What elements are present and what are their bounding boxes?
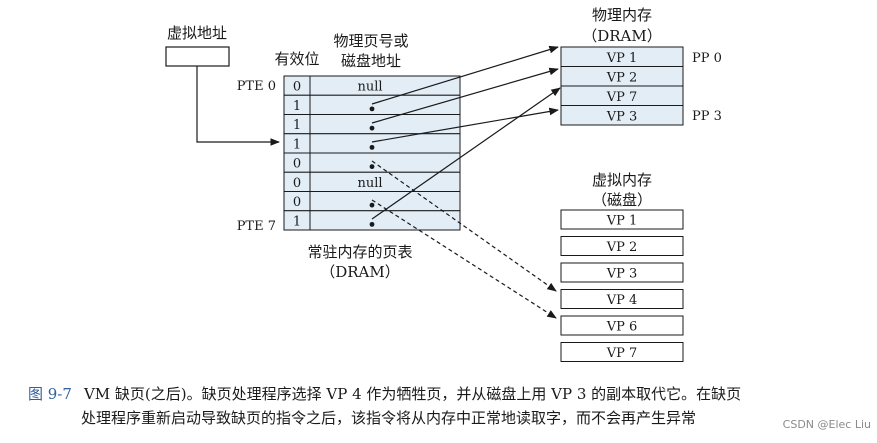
pointer-dot xyxy=(369,202,375,208)
disk-page: VP 7 xyxy=(560,342,684,362)
valid-bit-header: 有效位 xyxy=(274,50,319,68)
pp3-label: PP 3 xyxy=(692,109,722,124)
disk-page: VP 6 xyxy=(560,315,684,336)
pointer-dot xyxy=(369,125,375,131)
disk-page-label: VP 1 xyxy=(606,214,638,229)
virtual-memory-title-line1: 虚拟内存 xyxy=(592,171,652,189)
disk-page-box xyxy=(560,315,684,336)
valid-bit-value: 0 xyxy=(293,157,301,172)
page-table-row: 0 null xyxy=(283,171,461,192)
disk-page: VP 4 xyxy=(560,289,684,309)
disk-page-box xyxy=(560,236,684,256)
disk-page: VP 3 xyxy=(560,262,684,283)
pointer-dot xyxy=(369,144,375,150)
arrow-pte6-to-disk-vp6 xyxy=(371,199,557,319)
address-value: null xyxy=(357,80,382,95)
pointer-dot xyxy=(369,106,375,112)
physical-page-label: VP 1 xyxy=(606,51,638,66)
address-cell xyxy=(309,94,461,115)
disk-page-label: VP 7 xyxy=(606,346,638,361)
pte7-label: PTE 7 xyxy=(237,219,276,234)
address-cell xyxy=(309,210,461,231)
virtual-address-arrow xyxy=(196,66,280,146)
pointer-dot xyxy=(369,221,375,227)
address-cell xyxy=(309,75,461,96)
address-header-line2: 磁盘地址 xyxy=(341,52,401,70)
address-header-line1: 物理页号或 xyxy=(333,32,408,50)
physical-memory-title-line1: 物理内存 xyxy=(592,6,652,24)
physical-page: VP 3 xyxy=(560,105,684,126)
disk-page-box xyxy=(560,289,684,309)
figure-number: 图 9-7 xyxy=(28,385,72,403)
page-table-title-line2: （DRAM） xyxy=(320,263,400,281)
disk-page: VP 1 xyxy=(560,209,684,230)
pte0-label: PTE 0 xyxy=(237,79,276,94)
page-table-row: 1 xyxy=(283,210,461,231)
arrow-pte4-to-disk-vp4 xyxy=(371,160,557,292)
virtual-address-box xyxy=(165,46,230,67)
page-table-row: 0 xyxy=(283,152,461,173)
physical-page-box xyxy=(560,105,684,126)
physical-page: VP 7 xyxy=(560,85,684,106)
address-value: null xyxy=(357,176,382,191)
disk-page-box xyxy=(560,262,684,283)
watermark: CSDN @Elec Liu xyxy=(782,418,871,431)
caption-line2: 处理程序重新启动导致缺页的指令之后，该指令将从内存中正常地读取字，而不会再产生异… xyxy=(81,409,697,427)
page-table-title-line1: 常驻内存的页表 xyxy=(307,243,412,261)
disk-page-label: VP 3 xyxy=(606,267,638,282)
address-cell xyxy=(309,152,461,173)
arrow-pte1-to-pp0 xyxy=(371,45,559,105)
valid-bit-value: 1 xyxy=(293,99,301,114)
valid-bit-value: 0 xyxy=(293,80,301,95)
valid-bit-value: 1 xyxy=(293,214,301,229)
vm-page-fault-diagram: 虚拟地址 有效位 物理页号或 磁盘地址 PTE 0 PTE 7 0 null 1 1 1… xyxy=(165,6,722,362)
valid-bit-value: 0 xyxy=(293,176,301,191)
disk-page-label: VP 6 xyxy=(606,320,638,335)
page-table-row: 0 null xyxy=(283,75,461,96)
pointer-dot xyxy=(369,164,375,170)
virtual-memory-title-line2: （磁盘） xyxy=(592,191,652,209)
page-table: 0 null 1 1 1 0 0 null 0 1 xyxy=(283,75,461,231)
physical-memory: VP 1 VP 2 VP 7 VP 3 xyxy=(560,46,684,126)
physical-page-label: VP 3 xyxy=(606,109,638,124)
valid-bit-value: 1 xyxy=(293,137,301,152)
page-table-row: 0 xyxy=(283,191,461,212)
figure-caption: 图 9-7 VM 缺页(之后)。缺页处理程序选择 VP 4 作为牺牲页，并从磁盘上… xyxy=(28,382,868,430)
disk-page-box xyxy=(560,342,684,362)
address-cell xyxy=(309,133,461,154)
physical-page: VP 2 xyxy=(560,66,684,87)
arrow-pte3-to-pp3 xyxy=(371,107,559,143)
mapping-arrows xyxy=(371,45,561,319)
caption-line1: VM 缺页(之后)。缺页处理程序选择 VP 4 作为牺牲页，并从磁盘上用 VP … xyxy=(83,385,742,403)
address-cell xyxy=(309,171,461,192)
virtual-memory: VP 1 VP 2 VP 3 VP 4 VP 6 VP 7 xyxy=(560,209,684,362)
disk-page-label: VP 2 xyxy=(606,240,638,255)
valid-bit-value: 0 xyxy=(293,195,301,210)
physical-page-label: VP 7 xyxy=(606,90,638,105)
page-table-row: 1 xyxy=(283,133,461,154)
disk-page-label: VP 4 xyxy=(606,293,638,308)
valid-bit-value: 1 xyxy=(293,118,301,133)
disk-page: VP 2 xyxy=(560,236,684,256)
arrow-pte7-to-pp2 xyxy=(371,87,561,220)
pp0-label: PP 0 xyxy=(692,51,722,66)
disk-page-box xyxy=(560,209,684,230)
arrow-pte2-to-pp1 xyxy=(371,67,559,124)
physical-memory-title-line2: （DRAM） xyxy=(582,27,662,45)
physical-page: VP 1 xyxy=(560,46,684,67)
virtual-address-label: 虚拟地址 xyxy=(167,24,227,42)
physical-page-label: VP 2 xyxy=(606,70,638,85)
